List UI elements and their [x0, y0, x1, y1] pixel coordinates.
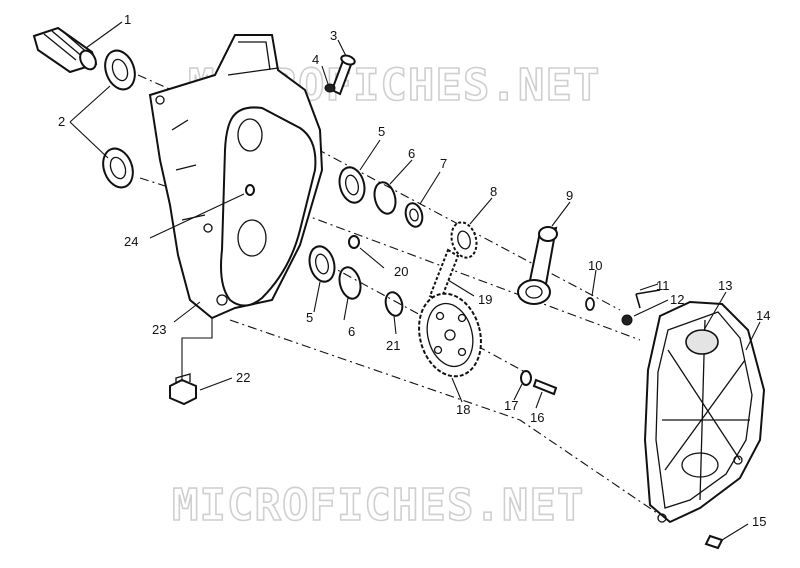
watermark-bottom: MICROFICHES.NET: [172, 480, 584, 531]
part-16-bolt: [532, 378, 558, 396]
callout-21: 21: [386, 338, 400, 353]
part-1-shaft: [32, 26, 98, 74]
part-22-nut: [169, 373, 197, 406]
callout-4: 4: [312, 52, 319, 67]
callout-24: 24: [124, 234, 138, 249]
callouts: 1 2 3 4 5 6 7 8 9 10 11 12 13 14 15 16 1…: [58, 12, 770, 529]
callout-6-lower: 6: [348, 324, 355, 339]
callout-10: 10: [588, 258, 602, 273]
callout-8: 8: [490, 184, 497, 199]
callout-23: 23: [152, 322, 166, 337]
part-11-clip: [635, 289, 661, 309]
callout-2: 2: [58, 114, 65, 129]
leader-lines: [69, 21, 761, 541]
callout-5-upper: 5: [378, 124, 385, 139]
part-6-upper-ring: [373, 181, 397, 215]
callout-13: 13: [718, 278, 732, 293]
part-2-bearings: [102, 49, 136, 189]
part-17-washer: [520, 370, 532, 386]
callout-5-lower: 5: [306, 310, 313, 325]
callout-1: 1: [124, 12, 131, 27]
part-4-washer: [324, 83, 336, 93]
part-14-cover: [643, 300, 766, 524]
part-9-tensioner: [517, 226, 558, 305]
part-24-pin: [245, 184, 255, 196]
part-5-lower-bearing: [308, 245, 336, 283]
callout-16: 16: [530, 410, 544, 425]
callout-11: 11: [656, 278, 670, 293]
callout-9: 9: [566, 188, 573, 203]
part-3-bolt: [330, 54, 356, 96]
callout-12: 12: [670, 292, 684, 307]
callout-3: 3: [330, 28, 337, 43]
part-10-washer: [585, 297, 595, 311]
part-23-chaincase: [148, 34, 324, 320]
callout-20: 20: [394, 264, 408, 279]
callout-15: 15: [752, 514, 766, 529]
part-21-ring: [384, 291, 404, 317]
callout-22: 22: [236, 370, 250, 385]
part-12-nut: [621, 314, 633, 326]
part-20-nut: [348, 235, 360, 249]
part-7-seal: [404, 202, 424, 228]
part-8-small-sprocket: [450, 221, 478, 259]
part-18-large-sprocket: [418, 292, 482, 378]
callout-14: 14: [756, 308, 770, 323]
callout-18: 18: [456, 402, 470, 417]
callout-7: 7: [440, 156, 447, 171]
callout-6-upper: 6: [408, 146, 415, 161]
callout-19: 19: [478, 292, 492, 307]
part-5-upper-bearing: [338, 166, 366, 204]
callout-17: 17: [504, 398, 518, 413]
part-6-lower-ring: [338, 266, 362, 300]
part-15-bolt: [704, 534, 724, 550]
